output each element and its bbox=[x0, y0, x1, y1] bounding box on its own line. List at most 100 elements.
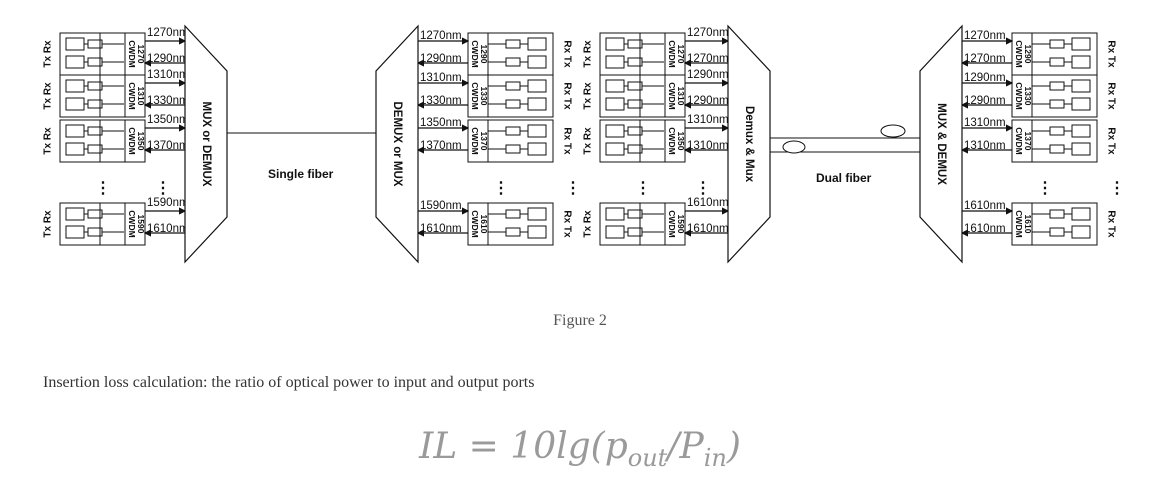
cwdm-label: CWDM bbox=[127, 127, 137, 154]
device-box bbox=[505, 99, 521, 109]
wavelength-label: 1310nm bbox=[687, 114, 729, 126]
module-side-label: Rx Tx bbox=[1105, 210, 1116, 238]
device-box bbox=[1049, 81, 1065, 91]
demux-trapezoid bbox=[375, 24, 419, 264]
cwdm-code: 1310 bbox=[136, 87, 146, 106]
device-box bbox=[527, 37, 547, 51]
ellipsis-icon: ⋮ bbox=[155, 180, 171, 197]
device-box bbox=[505, 39, 521, 49]
wavelength-label: 1610nm bbox=[687, 197, 729, 209]
device-box bbox=[65, 55, 85, 69]
cwdm-code: 1350 bbox=[136, 132, 146, 151]
ellipsis-icon: ⋮ bbox=[1109, 180, 1125, 197]
wavelength-label: 1350nm bbox=[147, 114, 189, 126]
wavelength-label: 1270nm bbox=[964, 30, 1006, 42]
cwdm-label: CWDM bbox=[470, 210, 480, 237]
ellipsis-icon: ⋮ bbox=[95, 180, 111, 197]
device-box bbox=[1049, 144, 1065, 154]
module-side-label: Tx Rx bbox=[583, 40, 594, 68]
demux-label: MUX & DEMUX bbox=[935, 103, 947, 185]
fiber-coil-icon bbox=[880, 124, 906, 138]
device-box bbox=[605, 37, 625, 51]
cwdm-label: CWDM bbox=[667, 127, 677, 154]
device-box bbox=[65, 124, 85, 138]
wavelength-label: 1290nm bbox=[964, 72, 1006, 84]
device-box bbox=[505, 209, 521, 219]
device-box bbox=[1071, 37, 1091, 51]
device-box bbox=[1049, 57, 1065, 67]
wavelength-label: 1310nm bbox=[420, 72, 462, 84]
wavelength-label: 1370nm bbox=[420, 140, 462, 152]
cwdm-chip bbox=[664, 74, 686, 118]
device-box bbox=[505, 57, 521, 67]
wavelength-label: 1270nm bbox=[687, 27, 729, 39]
cwdm-code: 1330 bbox=[1023, 87, 1033, 106]
module-side-label: Rx Tx bbox=[561, 210, 572, 238]
device-box bbox=[527, 207, 547, 221]
fiber-coil-icon bbox=[782, 140, 806, 154]
cwdm-code: 1590 bbox=[676, 215, 686, 234]
device-box bbox=[505, 144, 521, 154]
wavelength-label: 1330nm bbox=[420, 95, 462, 107]
device-box bbox=[527, 55, 547, 69]
device-box bbox=[1049, 209, 1065, 219]
mux-trapezoid bbox=[184, 24, 228, 264]
module-side-label: Rx Tx bbox=[1105, 82, 1116, 110]
cwdm-chip bbox=[664, 202, 686, 246]
cwdm-label: CWDM bbox=[127, 40, 137, 67]
module-side-label: Tx Rx bbox=[583, 127, 594, 155]
device-box bbox=[65, 225, 85, 239]
formula-p-out: p bbox=[604, 426, 628, 467]
cwdm-label: CWDM bbox=[1014, 82, 1024, 109]
cwdm-chip bbox=[124, 74, 146, 118]
wavelength-label: 1610nm bbox=[420, 223, 462, 235]
device-box bbox=[505, 227, 521, 237]
module-side-label: Rx Tx bbox=[1105, 40, 1116, 68]
device-box bbox=[605, 124, 625, 138]
cwdm-label: CWDM bbox=[127, 210, 137, 237]
device-box bbox=[65, 207, 85, 221]
wavelength-label: 1290nm bbox=[420, 53, 462, 65]
figure-caption: Figure 2 bbox=[553, 312, 607, 329]
cwdm-code: 1610 bbox=[1023, 215, 1033, 234]
device-box bbox=[65, 37, 85, 51]
device-box bbox=[527, 225, 547, 239]
cwdm-code: 1290 bbox=[479, 45, 489, 64]
cwdm-label: CWDM bbox=[667, 210, 677, 237]
cwdm-label: CWDM bbox=[470, 82, 480, 109]
wavelength-label: 1290nm bbox=[687, 69, 729, 81]
formula-eq: = bbox=[457, 426, 511, 467]
device-box bbox=[1071, 207, 1091, 221]
module-side-label: Rx Tx bbox=[561, 127, 572, 155]
wavelength-label: 1290nm bbox=[964, 95, 1006, 107]
cwdm-label: CWDM bbox=[127, 82, 137, 109]
module-side-label: Rx Tx bbox=[561, 40, 572, 68]
device-box bbox=[1049, 126, 1065, 136]
device-box bbox=[605, 97, 625, 111]
device-box bbox=[65, 79, 85, 93]
wavelength-label: 1290nm bbox=[147, 53, 189, 65]
device-box bbox=[527, 79, 547, 93]
formula-func: 10lg( bbox=[510, 426, 605, 467]
module-side-label: Tx Rx bbox=[43, 40, 54, 68]
cwdm-label: CWDM bbox=[1014, 40, 1024, 67]
device-box bbox=[605, 79, 625, 93]
module-side-label: Tx Rx bbox=[43, 210, 54, 238]
device-box bbox=[1071, 55, 1091, 69]
wavelength-label: 1610nm bbox=[687, 223, 729, 235]
cwdm-label: CWDM bbox=[667, 82, 677, 109]
cwdm-code: 1270 bbox=[676, 45, 686, 64]
ellipsis-icon: ⋮ bbox=[1037, 180, 1053, 197]
wavelength-label: 1610nm bbox=[964, 223, 1006, 235]
